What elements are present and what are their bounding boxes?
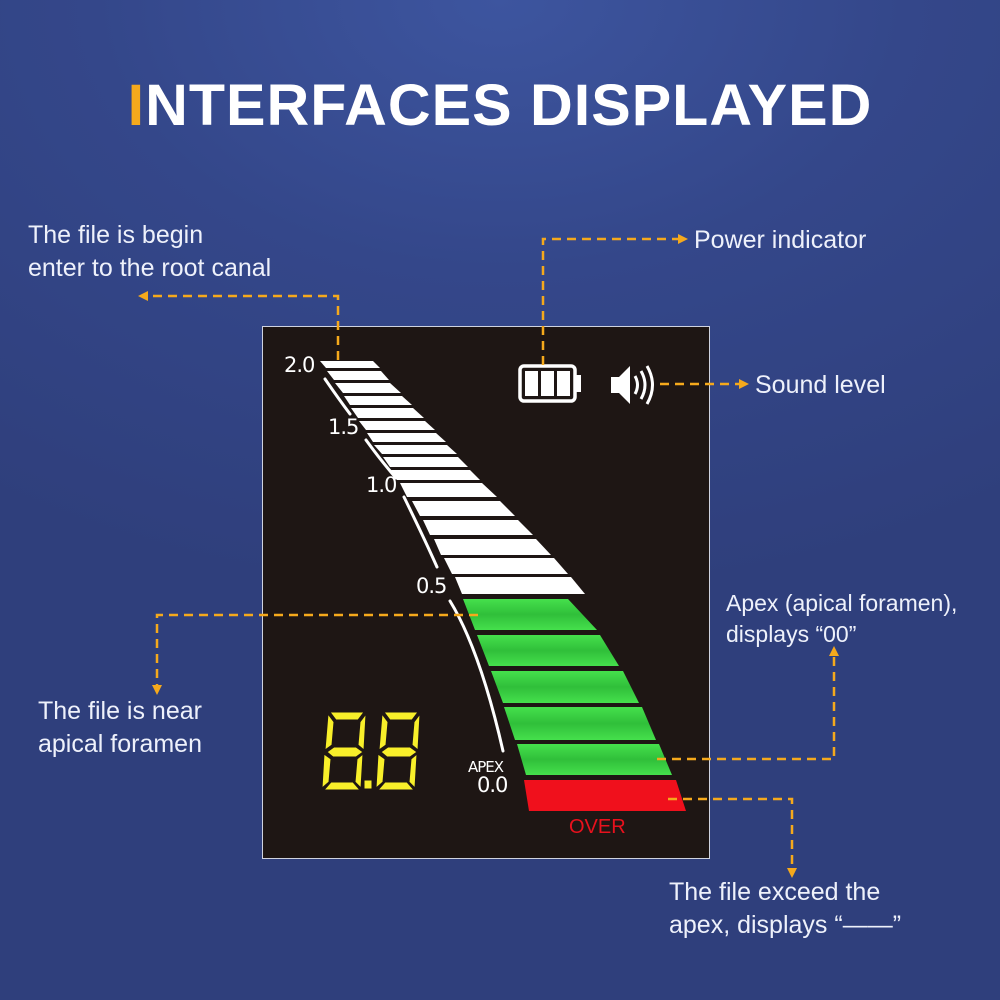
speaker-sound-icon bbox=[611, 365, 654, 405]
callout-power-text: Power indicator bbox=[694, 226, 867, 254]
callout-exceed-line1: The file exceed the bbox=[669, 878, 881, 906]
depth-bars-white bbox=[320, 361, 585, 594]
callout-apex-line2: displays “00” bbox=[726, 621, 857, 647]
title-accent-letter: I bbox=[127, 73, 146, 138]
callout-exceed-line2: apex, displays “——” bbox=[669, 911, 902, 939]
battery-full-icon bbox=[518, 364, 581, 403]
callout-line-near bbox=[152, 613, 478, 695]
title-text: NTERFACES DISPLAYED bbox=[145, 73, 873, 138]
over-label: OVER bbox=[569, 816, 626, 838]
callout-begin-text: The file is begin enter to the root cana… bbox=[28, 219, 271, 285]
callout-near-text: The file is near apical foramen bbox=[38, 695, 202, 761]
callout-line-power bbox=[541, 234, 688, 365]
callout-near-line2: apical foramen bbox=[38, 730, 202, 758]
callout-begin-line1: The file is begin bbox=[28, 221, 204, 249]
depth-bar-red-over bbox=[524, 780, 686, 811]
scale-label-0-0: 0.0 bbox=[477, 773, 508, 797]
callout-line-begin bbox=[138, 291, 340, 360]
page-title: INTERFACES DISPLAYED bbox=[0, 72, 1000, 139]
scale-label-0-5: 0.5 bbox=[416, 574, 447, 598]
scale-arc bbox=[323, 377, 505, 753]
callout-line-apex bbox=[657, 646, 839, 761]
seven-segment-digits bbox=[321, 711, 421, 791]
callout-exceed-text: The file exceed the apex, displays “——” bbox=[669, 876, 901, 942]
callout-apex-text: Apex (apical foramen), displays “00” bbox=[726, 588, 957, 650]
callout-sound-text: Sound level bbox=[755, 371, 886, 399]
scale-label-apex: APEX bbox=[468, 758, 504, 776]
scale-label-1-0: 1.0 bbox=[366, 473, 397, 497]
scale-label-2-0: 2.0 bbox=[284, 353, 315, 377]
callout-line-exceed bbox=[668, 797, 797, 878]
scale-label-1-5: 1.5 bbox=[328, 415, 359, 439]
callout-begin-line2: enter to the root canal bbox=[28, 254, 272, 282]
callout-apex-line1: Apex (apical foramen), bbox=[726, 590, 958, 616]
depth-bars-green bbox=[463, 599, 672, 775]
callout-lines bbox=[138, 234, 839, 878]
callout-near-line1: The file is near bbox=[38, 697, 202, 725]
